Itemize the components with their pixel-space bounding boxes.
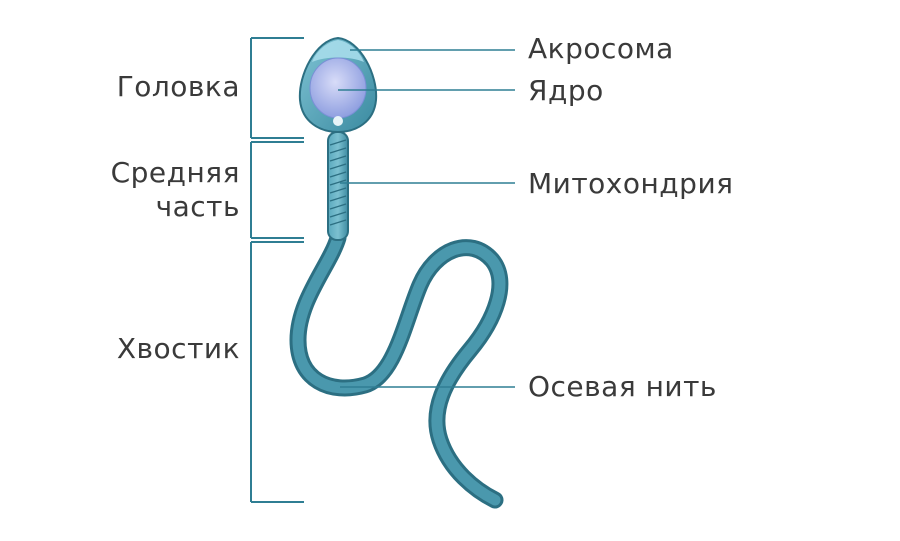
nucleus bbox=[309, 57, 367, 119]
leader-lines bbox=[338, 49, 515, 388]
bracket-head bbox=[250, 37, 304, 139]
bracket-midpiece bbox=[250, 141, 304, 239]
label-midpiece-line1: Средняя bbox=[110, 156, 240, 189]
label-mitochondria: Митохондрия bbox=[528, 167, 734, 200]
midpiece bbox=[327, 131, 349, 241]
head bbox=[298, 36, 378, 134]
label-tail: Хвостик bbox=[116, 332, 240, 365]
acrosome-cap bbox=[312, 40, 364, 62]
tail-flagellum-inner bbox=[292, 232, 506, 506]
bracket-tail bbox=[250, 241, 304, 503]
label-midpiece: Средняя часть bbox=[111, 156, 240, 224]
mitochondria-spiral bbox=[329, 139, 347, 226]
label-nucleus: Ядро bbox=[528, 74, 604, 107]
label-head: Головка bbox=[116, 70, 240, 103]
label-acrosome: Акросома bbox=[528, 32, 674, 65]
label-axial-filament: Осевая нить bbox=[528, 370, 717, 403]
tail-flagellum bbox=[289, 229, 509, 509]
centriole bbox=[333, 116, 343, 126]
label-midpiece-line2: часть bbox=[155, 190, 240, 223]
